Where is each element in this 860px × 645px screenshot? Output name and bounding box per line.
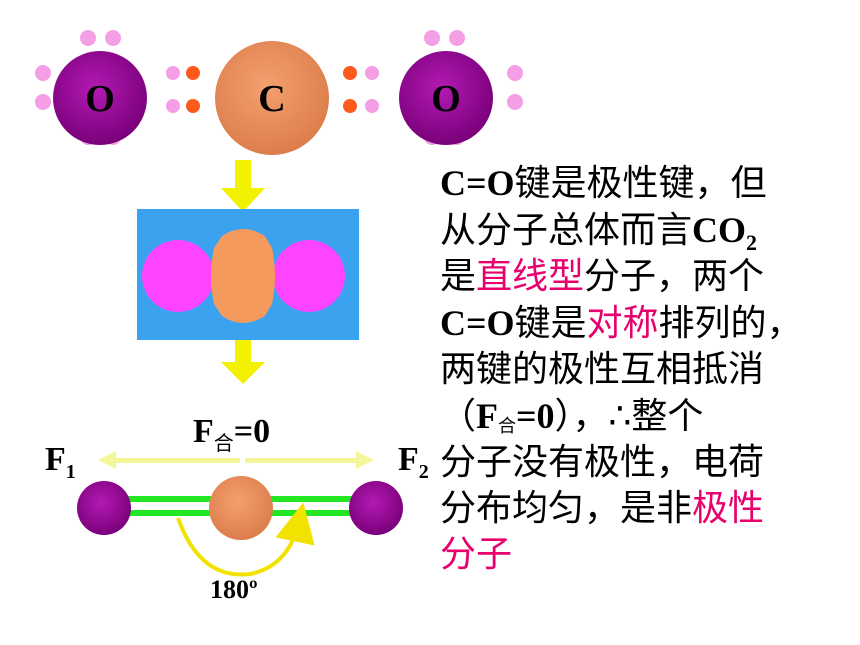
angle-label: 180º <box>210 575 258 604</box>
highlight-symmetric: 对称 <box>586 303 659 344</box>
force-carbon <box>209 476 273 540</box>
explanation-line-4: C=O键是对称排列的， <box>440 303 803 344</box>
space-filling-model <box>137 209 359 340</box>
force-diagram: F合=0 F1 F2 180º <box>45 413 429 604</box>
space-filling-left-oxygen <box>142 240 214 312</box>
right-oxygen-atom <box>399 51 493 145</box>
space-filling-carbon <box>211 229 275 323</box>
explanation-line-3: 是直线型分子，两个 <box>440 256 765 297</box>
left-oxygen-atom <box>53 51 147 145</box>
left-oxygen-label: O <box>85 78 115 120</box>
explanation-text: C=O键是极性键，但 从分子总体而言CO2 是直线型分子，两个 C=O键是对称排… <box>440 160 855 578</box>
space-filling-right-oxygen <box>273 240 345 312</box>
explanation-line-9: 分子 <box>440 532 855 578</box>
explanation-line-2: 从分子总体而言CO2 <box>440 210 758 256</box>
right-force-arrow <box>245 451 374 469</box>
down-arrow-1 <box>221 160 265 212</box>
angle-arc <box>176 502 315 577</box>
right-oxygen-label: O <box>431 78 461 120</box>
carbon-label: C <box>258 78 285 120</box>
explanation-line-7: 分子没有极性，电荷 <box>440 442 765 483</box>
highlight-linear: 直线型 <box>476 256 585 297</box>
electron-dot-structure: O C O <box>35 30 523 155</box>
explanation-line-6: （F合=0），∴整个 <box>440 396 704 437</box>
f2-label: F2 <box>398 441 429 483</box>
highlight-nonpolar: 极性 <box>692 488 765 529</box>
net-force-label: F合=0 <box>193 413 270 455</box>
right-bond-electrons <box>343 66 379 113</box>
highlight-molecule: 分子 <box>440 534 513 575</box>
explanation-line-5: 两键的极性互相抵消 <box>440 349 765 390</box>
down-arrow-2 <box>221 340 265 384</box>
force-left-oxygen <box>77 481 131 535</box>
left-force-arrow <box>98 451 240 469</box>
force-right-oxygen <box>349 481 403 535</box>
explanation-line-1: C=O键是极性键，但 <box>440 163 767 204</box>
f1-label: F1 <box>45 441 76 483</box>
left-bond-electrons <box>166 66 200 113</box>
explanation-line-8: 分布均匀，是非极性 <box>440 488 765 529</box>
carbon-atom <box>215 41 329 155</box>
